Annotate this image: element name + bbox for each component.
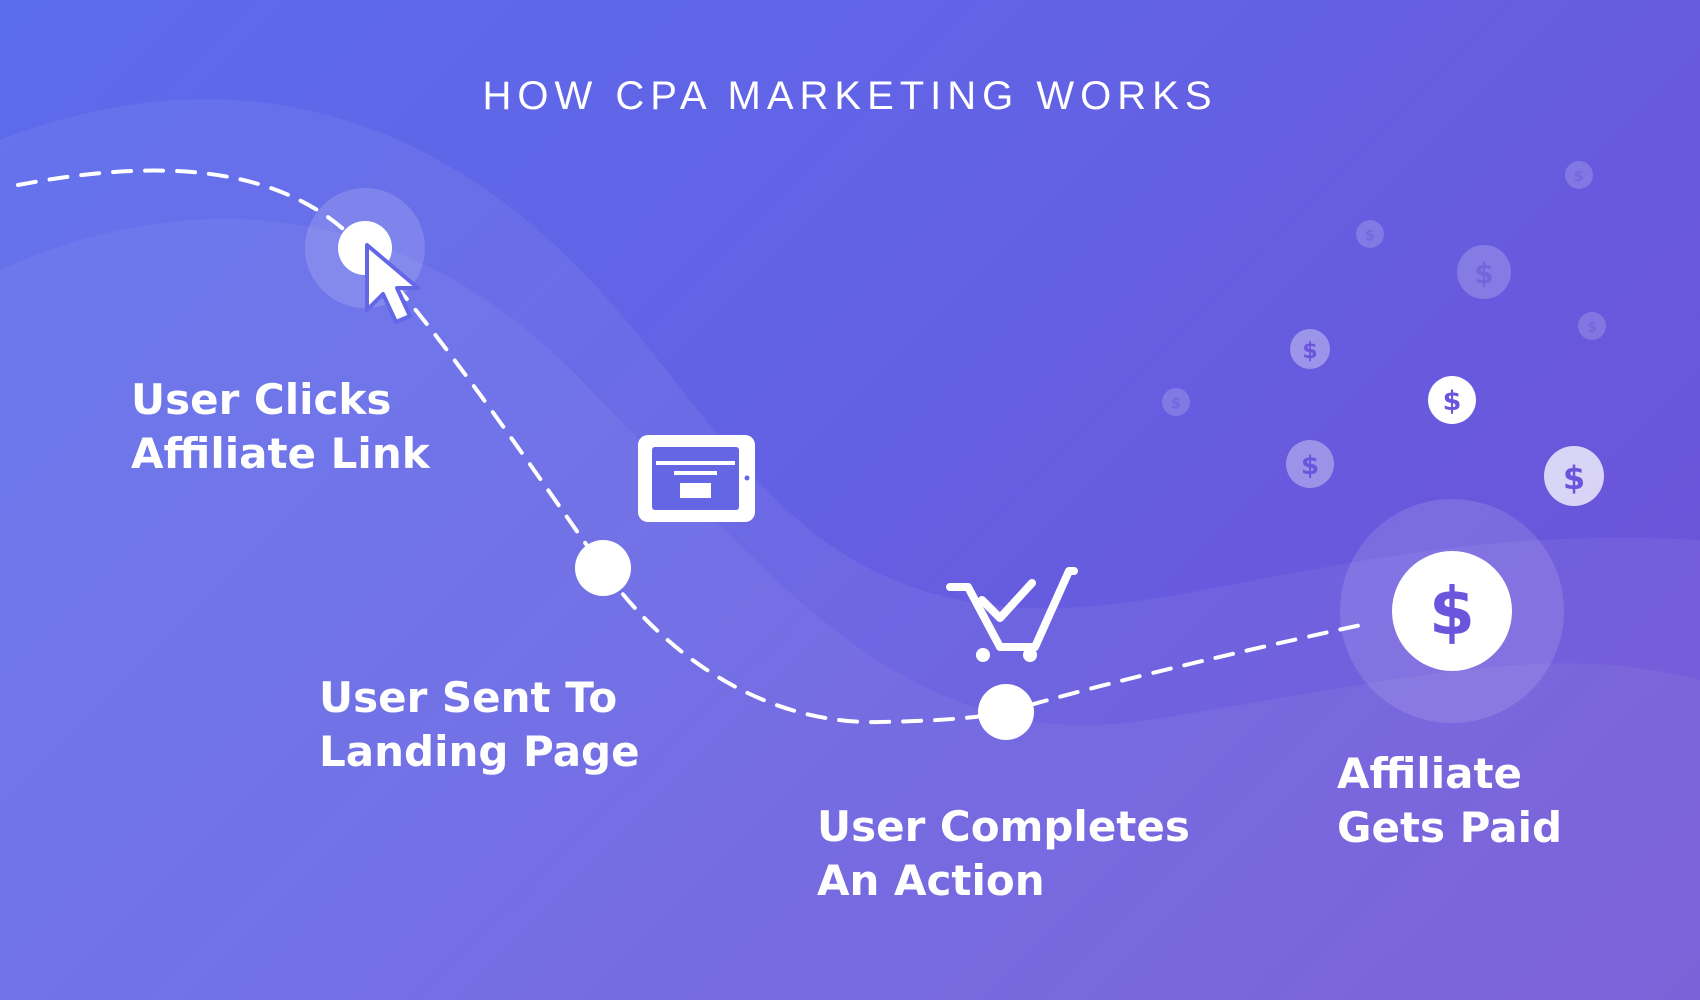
dollar-coin-small-icon: $ — [1290, 329, 1330, 369]
svg-text:$: $ — [1302, 339, 1317, 364]
step-2-label-line-2: Landing Page — [319, 727, 640, 776]
svg-text:$: $ — [1563, 459, 1585, 497]
dollar-coin-small-icon: $ — [1356, 220, 1384, 248]
step-3-label-line-2: An Action — [817, 856, 1045, 905]
step-4-label-line-1: Affiliate — [1337, 749, 1523, 798]
step-3-label-line-1: User Completes — [817, 802, 1190, 851]
tablet-icon — [638, 435, 755, 522]
svg-text:$: $ — [1171, 394, 1181, 412]
dollar-coin-small-icon: $ — [1544, 446, 1604, 506]
step-3-label: User Completes An Action — [817, 800, 1190, 908]
dollar-coin-icon — [1392, 551, 1512, 671]
step-2-node — [575, 540, 631, 596]
diagram-title: HOW CPA MARKETING WORKS — [482, 74, 1218, 118]
svg-text:$: $ — [1443, 386, 1462, 417]
step-3-node — [978, 684, 1034, 740]
step-2-label-line-1: User Sent To — [319, 673, 618, 722]
svg-text:$: $ — [1574, 167, 1584, 185]
svg-text:$: $ — [1474, 257, 1493, 290]
step-4-label: Affiliate Gets Paid — [1337, 747, 1562, 855]
cursor-icon — [365, 243, 420, 324]
dollar-coin-small-icon: $ — [1457, 245, 1511, 299]
dollar-coin-small-icon: $ — [1162, 388, 1190, 416]
step-4-label-line-2: Gets Paid — [1337, 803, 1563, 852]
dollar-coin-small-icon: $ — [1578, 312, 1606, 340]
step-1-label: User Clicks Affiliate Link — [131, 373, 430, 481]
dollar-coin-small-icon: $ — [1565, 161, 1593, 189]
svg-text:$: $ — [1587, 318, 1597, 336]
dollar-coin-small-icon: $ — [1286, 440, 1334, 488]
step-1-label-line-2: Affiliate Link — [131, 429, 430, 478]
svg-text:$: $ — [1301, 451, 1319, 481]
svg-text:$: $ — [1365, 226, 1375, 244]
background-wave-lower — [0, 218, 1700, 1000]
step-1-label-line-1: User Clicks — [131, 375, 392, 424]
cart-check-icon — [946, 567, 1078, 662]
flow-path — [16, 168, 1372, 725]
dollar-coin-symbol: $ — [1429, 573, 1475, 650]
step-2-label: User Sent To Landing Page — [319, 671, 640, 779]
dollar-coin-small-icon: $ — [1428, 376, 1476, 424]
